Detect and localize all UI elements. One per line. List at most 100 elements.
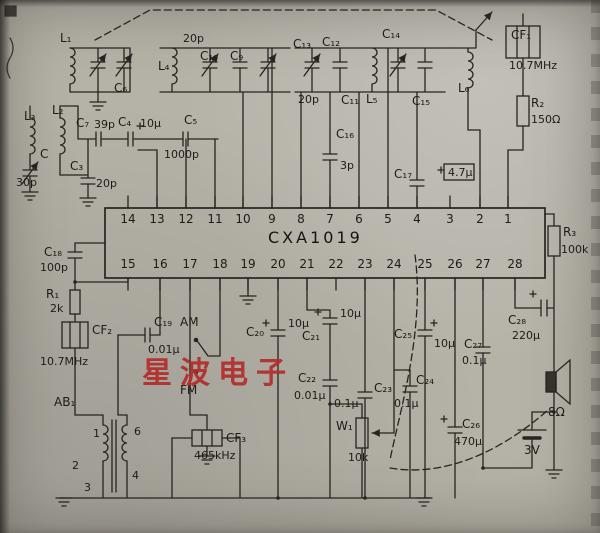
ic-pin-number: 2 [476, 212, 484, 226]
inductor-coils [29, 47, 474, 462]
label-w1: W₁ [336, 419, 353, 433]
ic-pin-number: 20 [270, 257, 286, 271]
value-box-4u7 [443, 163, 475, 181]
label-c15: C₁₅ [412, 94, 430, 108]
ic-pin-number: 4 [413, 212, 421, 226]
ic-pin-number: 15 [120, 257, 136, 271]
label-c22-value: 0.01μ [294, 389, 326, 402]
arrow-marks [259, 53, 277, 77]
label-cvar-value: 30p [16, 176, 37, 189]
label-l3: L₃ [24, 109, 36, 123]
label-l1: L₁ [60, 31, 72, 45]
label-c16: C₁₆ [336, 127, 354, 141]
polarity-plus-marks [136, 122, 537, 423]
label-c9: C₉ [230, 49, 244, 63]
ic-pin-number: 26 [447, 257, 463, 271]
label-r3-value: 100k [561, 243, 589, 256]
ic-pin-number: 8 [297, 212, 305, 226]
ic-pin-number: 28 [507, 257, 523, 271]
label-c3-value: 20p [96, 177, 117, 190]
ic-pin-number: 18 [212, 257, 228, 271]
label-r2: R₂ [531, 96, 545, 110]
label-c4-value: 10μ [140, 117, 161, 130]
label-cf2: CF₂ [92, 323, 113, 337]
transformer-core [111, 419, 117, 493]
label-am: AM [180, 315, 199, 329]
label-c28: C₂₈ [508, 313, 526, 327]
label-cvar: C [40, 147, 49, 161]
watermark-text: 星波电子 [142, 356, 294, 391]
label-l4: L₄ [158, 59, 170, 73]
resistor-r3 [547, 225, 561, 257]
label-c27-value: 0.1μ [462, 354, 487, 367]
label-c25: C₂₅ [394, 327, 412, 341]
label-l5: L₅ [366, 92, 378, 106]
arrow-marks [389, 53, 407, 77]
label-battery-voltage: 3V [524, 443, 540, 457]
ic-name: CXA1019 [268, 228, 363, 247]
label-c17: C₁₇ [394, 167, 412, 181]
label-w1-value: 10k [348, 451, 369, 464]
filter-cf3 [191, 429, 223, 447]
label-c20-value: 10μ [288, 317, 309, 330]
label-c21-value: 10μ [340, 307, 361, 320]
label-c23: C₂₃ [374, 381, 392, 395]
ic-pin-number: 27 [475, 257, 491, 271]
ic-pin-number: 21 [299, 257, 315, 271]
scan-edge-shadow-top [0, 0, 600, 7]
ic-pin-number: 24 [386, 257, 402, 271]
label-c6: C₆ [114, 81, 128, 95]
label-c16-value: 3p [340, 159, 354, 172]
filter-cf2 [61, 321, 89, 349]
arrow-marks [89, 53, 107, 77]
ic-pin-number: 10 [235, 212, 251, 226]
arrow-marks [201, 53, 219, 77]
label-ab1: AB₁ [54, 395, 76, 409]
pin-stubs-bottom [127, 277, 516, 291]
label-c24: C₂₄ [416, 373, 434, 387]
wiring [4, 5, 571, 507]
label-c26: C₂₆ [462, 417, 480, 431]
ic-pin-number: 1 [504, 212, 512, 226]
ic-pin-number: 23 [357, 257, 373, 271]
ic-pin-number: 25 [417, 257, 433, 271]
resistor-r2 [516, 95, 530, 127]
label-cf1: CF₁ [511, 28, 532, 42]
label-winding-1: 1 [93, 427, 100, 440]
arrow-marks [303, 53, 321, 77]
label-cf3: CF₃ [226, 431, 247, 445]
label-c22: C₂₂ [298, 371, 316, 385]
label-cf3-value: 465kHz [194, 449, 236, 462]
ic-pin-number: 3 [446, 212, 454, 226]
ic-pin-number: 16 [152, 257, 168, 271]
capacitor-plates [22, 61, 548, 434]
label-r2-value: 150Ω [531, 113, 561, 126]
ic-pin-number: 12 [178, 212, 194, 226]
label-c27: C₂₇ [464, 337, 482, 351]
label-20p-mid: 20p [298, 93, 319, 106]
resistor-r1 [69, 289, 81, 315]
label-c7: C₇ [76, 116, 90, 130]
label-c17-value: 4.7μ [448, 166, 473, 179]
label-c24-value: 0.1μ [394, 397, 419, 410]
label-c14: C₁₄ [382, 27, 400, 41]
label-winding-3: 3 [84, 481, 91, 494]
label-r1-value: 2k [50, 302, 64, 315]
label-c20: C₂₀ [246, 325, 264, 339]
label-c10: C₁₀ [200, 49, 218, 63]
label-c21: C₂₁ [302, 329, 320, 343]
label-c28-value: 220μ [512, 329, 540, 342]
label-winding-2: 2 [72, 459, 79, 472]
ic-pin-number: 11 [207, 212, 223, 226]
ic-pin-number: 22 [328, 257, 344, 271]
label-winding-6: 6 [134, 425, 141, 438]
label-c5: C₅ [184, 113, 198, 127]
ic-pin-number: 14 [120, 212, 136, 226]
am-fm-switch [73, 280, 556, 500]
scan-bleed-right [591, 0, 600, 533]
label-c19-value: 0.01μ [148, 343, 180, 356]
dashed-lines [94, 9, 549, 471]
label-l6: L₆ [458, 81, 470, 95]
label-fm: FM [180, 383, 198, 397]
label-r3: R₃ [563, 225, 577, 239]
